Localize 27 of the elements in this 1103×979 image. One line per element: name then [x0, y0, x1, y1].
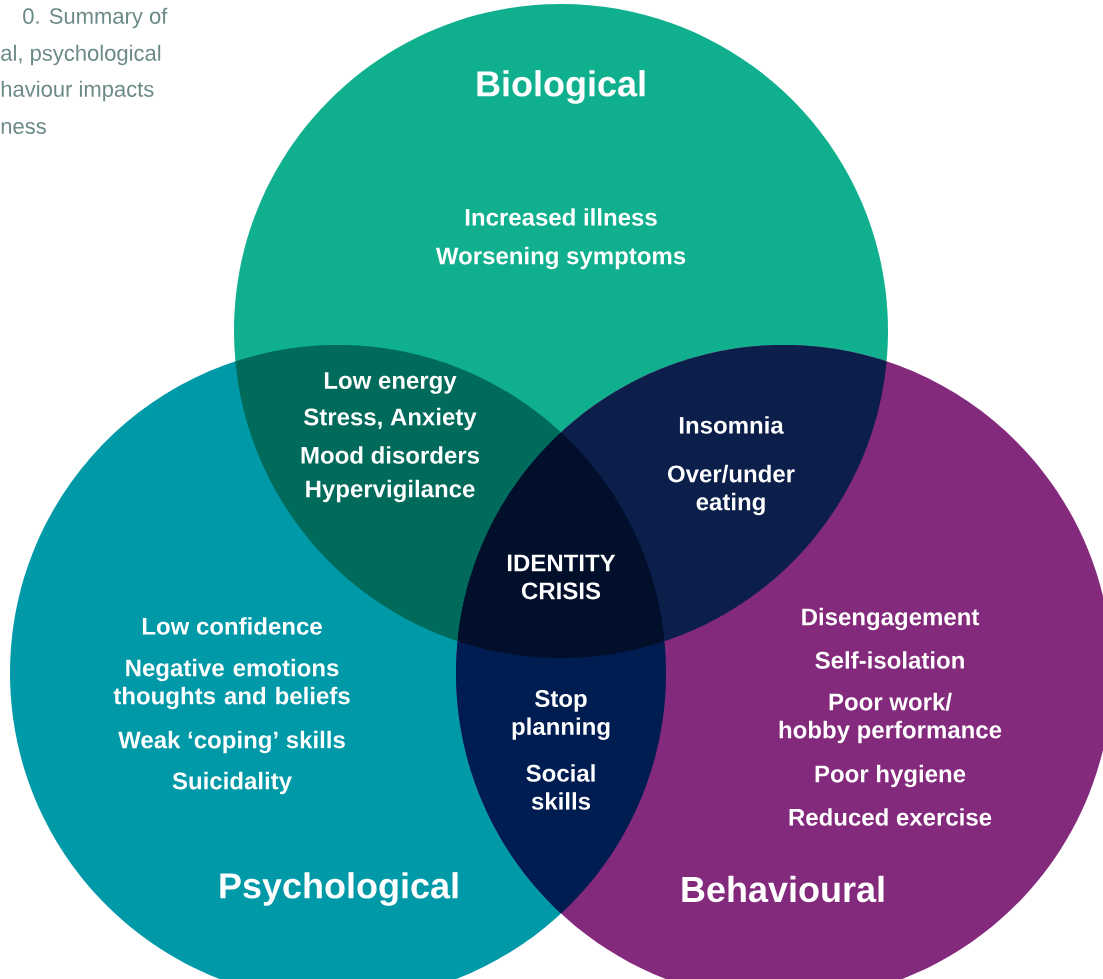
region-text: Social skills	[526, 764, 595, 810]
region-text: Reduced exercise	[789, 808, 992, 826]
region-text: Worsening symptoms	[435, 246, 686, 270]
region-text: Negative emotions thoughts and beliefs	[113, 658, 350, 710]
caption-text: haviour impacts	[1, 80, 154, 102]
category-heading: Psychological	[220, 872, 458, 906]
region-text: Poor hygiene	[815, 764, 966, 788]
category-heading: Biological	[477, 70, 645, 104]
region-text: Mood disorders	[301, 446, 479, 464]
category-heading: Behavioural	[682, 875, 884, 903]
region-text: Increased illness	[465, 208, 657, 226]
region-text: Disengagement	[802, 607, 980, 631]
region-text: Stop planning	[512, 690, 610, 740]
region-text: Low energy	[324, 372, 457, 394]
region-text: Low confidence	[142, 617, 322, 635]
region-text: Insomnia	[679, 416, 784, 434]
region-text: Weak ‘coping’ skills	[118, 730, 345, 754]
region-text: Hypervigilance	[306, 479, 475, 503]
caption-text: ness	[1, 122, 46, 135]
caption-text: al, psychological	[1, 44, 161, 66]
caption-text: 0. Summary of	[23, 7, 168, 29]
region-text: Self-isolation	[815, 651, 964, 669]
region-text: Stress, Anxiety	[304, 407, 477, 431]
region-text: IDENTITY CRISIS	[507, 554, 616, 600]
region-text: Poor work/ hobby performance	[779, 692, 1002, 744]
region-text: Over/under eating	[667, 464, 795, 516]
region-text: Suicidality	[172, 771, 292, 795]
